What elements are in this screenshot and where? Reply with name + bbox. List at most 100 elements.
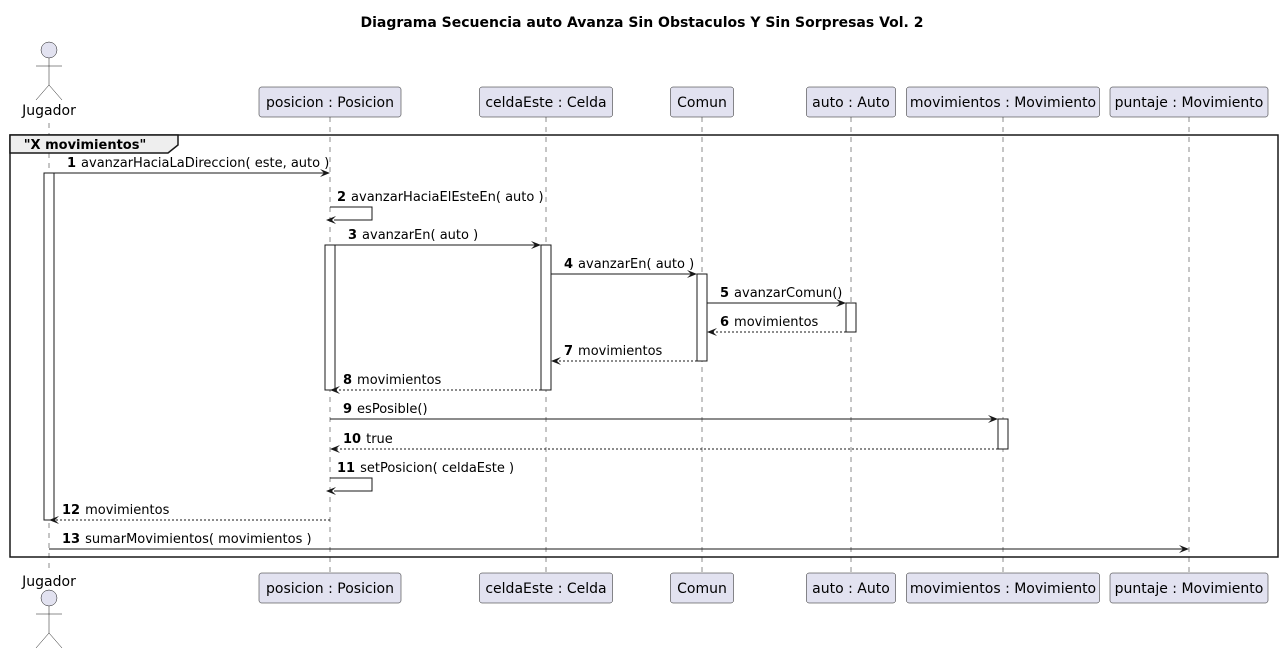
arrowhead <box>707 328 717 336</box>
loop-frame: "X movimientos" <box>9 134 1279 558</box>
message-11: 11 setPosicion( celdaEste ) <box>326 461 514 495</box>
message-text: 13 sumarMovimientos( movimientos ) <box>62 532 312 547</box>
message-5: 5 avanzarComun() <box>707 286 846 307</box>
self-message-line <box>330 477 373 492</box>
participant-label: auto : Auto <box>812 95 890 111</box>
participant-top-comun: Comun <box>670 86 734 118</box>
message-6: 6 movimientos <box>707 315 846 336</box>
participant-top-celdaEste: celdaEste : Celda <box>479 86 613 118</box>
participant-label: posicion : Posicion <box>266 581 394 597</box>
activation-celdaEste <box>540 244 552 391</box>
activation-bars <box>43 172 1009 521</box>
participant-box <box>670 572 734 604</box>
message-text: 5 avanzarComun() <box>720 286 842 301</box>
frame-border <box>9 134 1279 558</box>
participant-box <box>670 86 734 118</box>
participant-top-movimientos: movimientos : Movimiento <box>906 86 1100 118</box>
message-number: 5 <box>720 286 729 301</box>
actor-bottom-jugador: Jugador <box>21 574 76 649</box>
arrowhead <box>49 516 59 524</box>
arrowhead <box>326 216 336 224</box>
participant-top-puntaje: puntaje : Movimiento <box>1109 86 1269 118</box>
participant-bottom-celdaEste: celdaEste : Celda <box>479 572 613 604</box>
message-13: 13 sumarMovimientos( movimientos ) <box>49 532 1189 553</box>
arrowhead <box>330 445 340 453</box>
message-text: 12 movimientos <box>62 503 170 518</box>
message-number: 12 <box>62 503 80 518</box>
message-label: avanzarEn( auto ) <box>578 257 694 272</box>
activation-posicion <box>324 244 336 391</box>
message-label: setPosicion( celdaEste ) <box>360 461 514 476</box>
actor-head-icon <box>40 41 58 59</box>
actor-top-jugador: Jugador <box>21 41 76 119</box>
arrowhead <box>836 299 846 307</box>
arrowhead <box>330 386 340 394</box>
actor-head-icon <box>40 589 58 607</box>
message-label: movimientos <box>578 344 662 359</box>
actor-leg-right <box>48 84 63 101</box>
participant-label: Comun <box>677 95 727 111</box>
message-text: 6 movimientos <box>720 315 819 330</box>
participant-box <box>479 86 613 118</box>
activation-auto <box>845 302 857 333</box>
participant-top-auto: auto : Auto <box>806 86 896 118</box>
participant-box <box>906 572 1100 604</box>
message-number: 3 <box>348 228 357 243</box>
participant-label: puntaje : Movimiento <box>1115 95 1264 111</box>
message-label: movimientos <box>734 315 818 330</box>
message-12: 12 movimientos <box>49 503 330 524</box>
message-number: 11 <box>337 461 355 476</box>
actor-label: Jugador <box>21 574 76 590</box>
message-number: 1 <box>67 156 76 171</box>
message-text: 11 setPosicion( celdaEste ) <box>337 461 514 476</box>
message-number: 13 <box>62 532 80 547</box>
message-label: avanzarComun() <box>734 286 842 301</box>
message-label: movimientos <box>85 503 169 518</box>
participant-label: puntaje : Movimiento <box>1115 581 1264 597</box>
message-label: sumarMovimientos( movimientos ) <box>85 532 311 547</box>
arrowhead <box>320 169 330 177</box>
participant-label: celdaEste : Celda <box>485 581 606 597</box>
activation-movimientos <box>997 418 1009 450</box>
participant-bottom-movimientos: movimientos : Movimiento <box>906 572 1100 604</box>
frame-tab <box>9 134 179 154</box>
participant-box <box>1109 572 1269 604</box>
activation-jugador <box>43 172 55 521</box>
frame-label: "X movimientos" <box>24 138 146 153</box>
message-number: 6 <box>720 315 729 330</box>
participant-label: auto : Auto <box>812 581 890 597</box>
participant-box <box>258 572 402 604</box>
arrowhead <box>531 241 541 249</box>
participant-top-posicion: posicion : Posicion <box>258 86 402 118</box>
participant-bottom-posicion: posicion : Posicion <box>258 572 402 604</box>
message-label: esPosible() <box>357 402 428 417</box>
arrowhead <box>687 270 697 278</box>
participant-bottom-comun: Comun <box>670 572 734 604</box>
participant-box <box>1109 86 1269 118</box>
participant-box <box>806 572 896 604</box>
arrowhead <box>988 415 998 423</box>
participant-label: posicion : Posicion <box>266 95 394 111</box>
actor-leg-left <box>35 632 50 649</box>
self-message-line <box>330 206 373 221</box>
actor-leg-left <box>35 84 50 101</box>
actor-label: Jugador <box>21 103 76 119</box>
participant-label: movimientos : Movimiento <box>910 95 1096 111</box>
